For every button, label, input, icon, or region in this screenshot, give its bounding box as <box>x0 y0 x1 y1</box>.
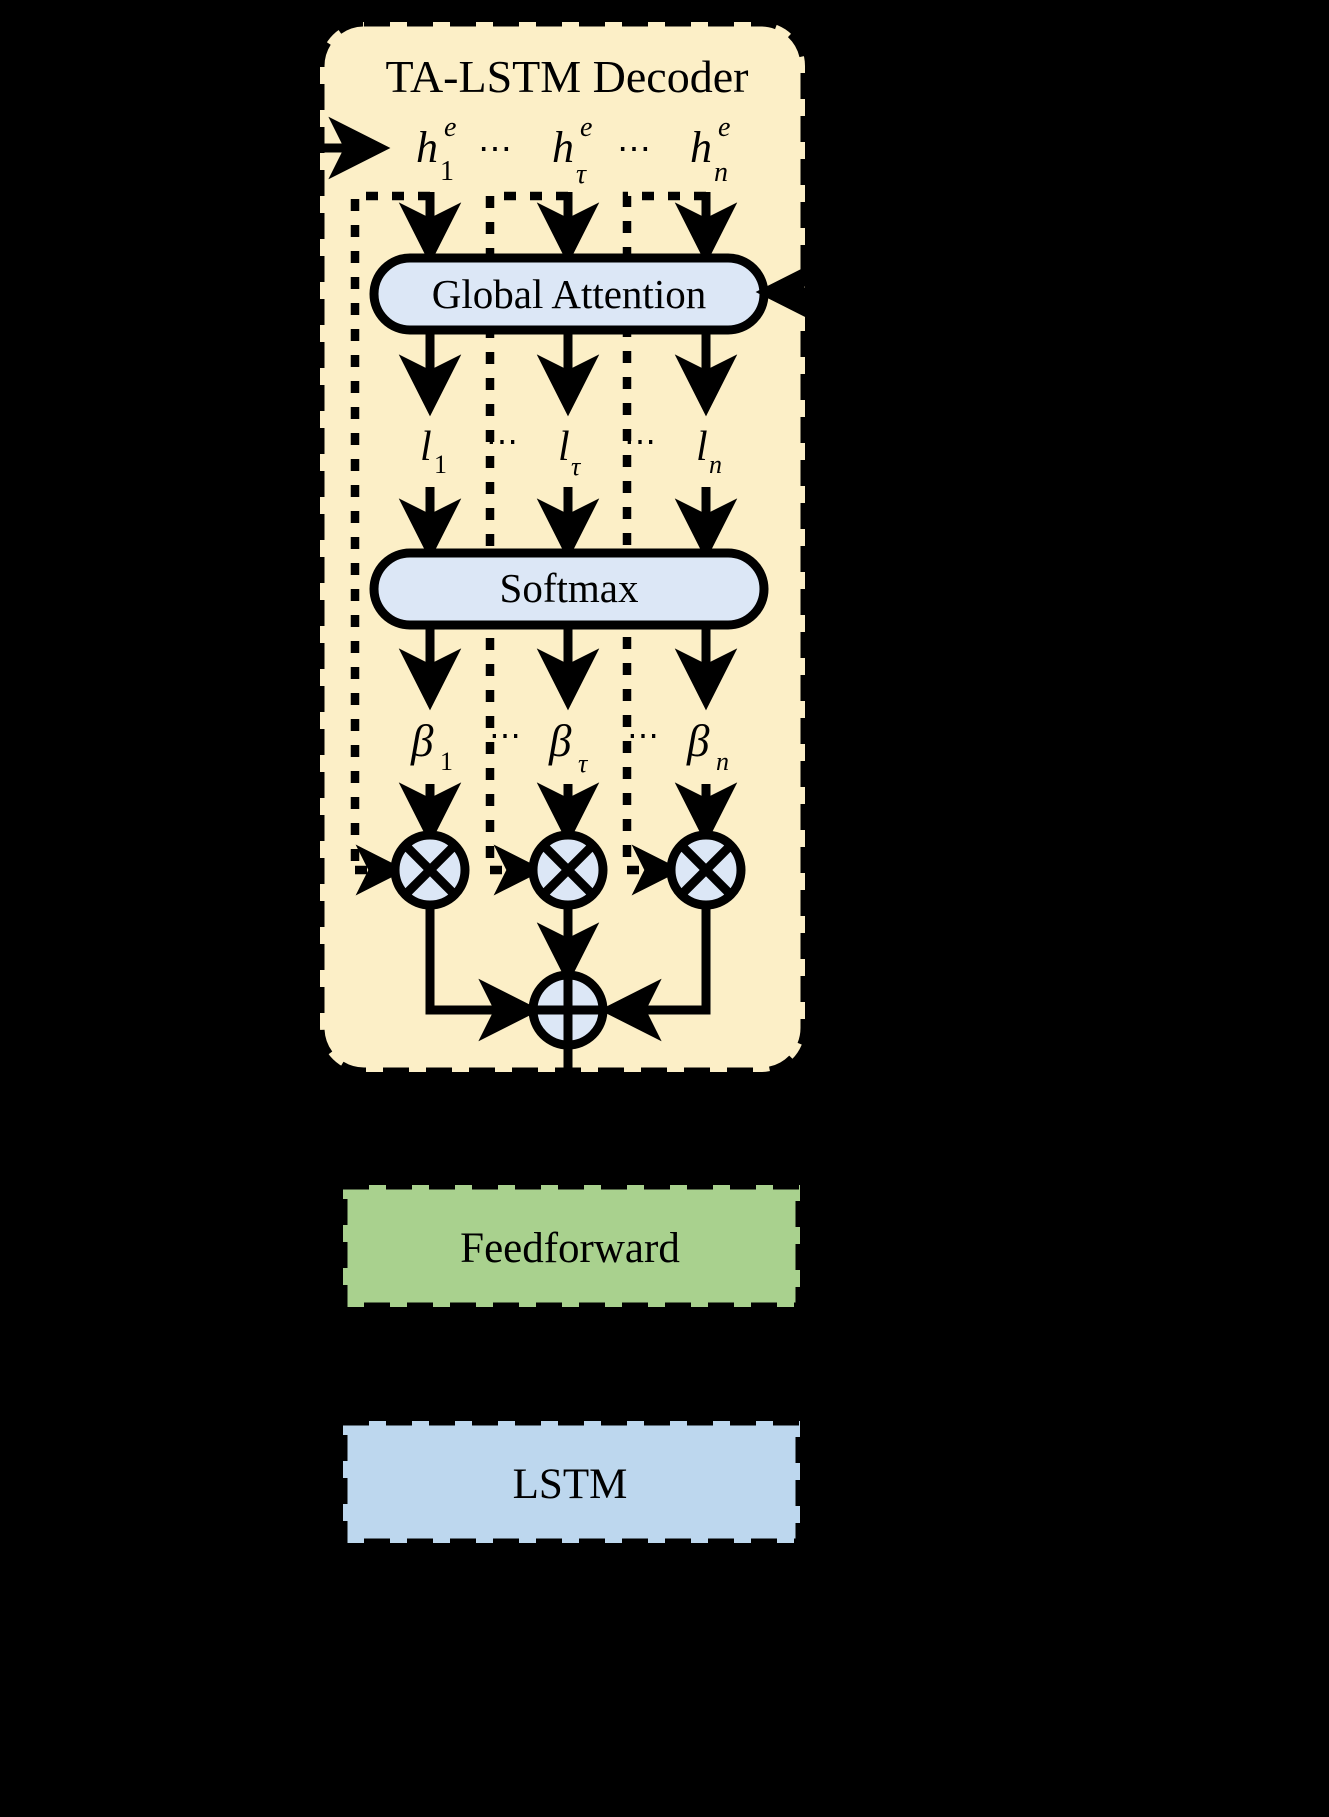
encoder-state-htau-sub: τ <box>576 159 587 190</box>
logit-ln-sub: n <box>709 450 722 479</box>
logit-l1: l 1 <box>420 424 447 479</box>
softmax-label: Softmax <box>500 565 639 611</box>
encoder-state-htau-sup: e <box>580 112 592 143</box>
ellipsis-beta-1: ⋯ <box>489 717 521 753</box>
global-attention-label: Global Attention <box>432 271 706 317</box>
weight-betan: β n <box>686 716 729 776</box>
multiply-operator-3 <box>666 830 746 910</box>
weight-betan-base: β <box>686 716 710 766</box>
encoder-state-h1-base: h <box>416 123 438 172</box>
encoder-state-hn-sub: n <box>714 157 728 188</box>
ellipsis-l-1: ⋯ <box>486 423 518 459</box>
weight-beta1-sub: 1 <box>440 747 453 776</box>
logit-ltau-base: l <box>558 424 570 470</box>
multiply-operator-2 <box>528 830 608 910</box>
weight-beta1-base: β <box>410 716 434 766</box>
logit-ln-base: l <box>696 424 708 470</box>
weight-beta1: β 1 <box>410 716 453 776</box>
skip-path-3 <box>622 191 706 870</box>
ta-lstm-decoder-panel <box>315 17 810 1077</box>
logit-ltau-sub: τ <box>571 452 582 481</box>
encoder-state-htau: h e τ <box>552 112 592 190</box>
arrow-multiply1-to-sum <box>425 905 541 1042</box>
lstm-block[interactable] <box>338 1416 805 1548</box>
ellipsis-l-2: ⋯ <box>624 423 656 459</box>
ellipsis-h-2: ⋯ <box>617 131 651 168</box>
softmax-block[interactable] <box>369 548 769 630</box>
multiply-operator-1 <box>390 830 470 910</box>
weight-betatau-base: β <box>548 716 572 766</box>
arrow-multiplyn-to-sum <box>599 905 711 1042</box>
lstm-label: LSTM <box>513 1461 628 1508</box>
logit-ln: l n <box>696 424 722 479</box>
weight-betan-sub: n <box>716 747 729 776</box>
ellipsis-h-1: ⋯ <box>478 131 512 168</box>
ellipsis-beta-2: ⋯ <box>627 717 659 753</box>
encoder-state-h1-sub: 1 <box>440 156 454 187</box>
encoder-state-hn: h e n <box>690 112 730 188</box>
decoder-title: TA-LSTM Decoder <box>386 51 749 102</box>
skip-path-1 <box>350 191 430 870</box>
weight-betatau: β τ <box>548 716 589 778</box>
feedforward-block[interactable] <box>338 1180 805 1312</box>
skip-path-2 <box>485 191 568 870</box>
encoder-state-hn-base: h <box>690 123 712 172</box>
logit-ltau: l τ <box>558 424 582 481</box>
encoder-state-h1-sup: e <box>444 112 456 143</box>
encoder-state-hn-sup: e <box>718 112 730 143</box>
feedforward-label: Feedforward <box>460 1225 680 1272</box>
logit-l1-sub: 1 <box>434 450 447 479</box>
logit-l1-base: l <box>420 424 432 470</box>
encoder-state-h1: h e 1 <box>416 112 456 187</box>
weight-betatau-sub: τ <box>578 749 589 778</box>
encoder-state-htau-base: h <box>552 123 574 172</box>
sum-operator <box>528 970 608 1050</box>
